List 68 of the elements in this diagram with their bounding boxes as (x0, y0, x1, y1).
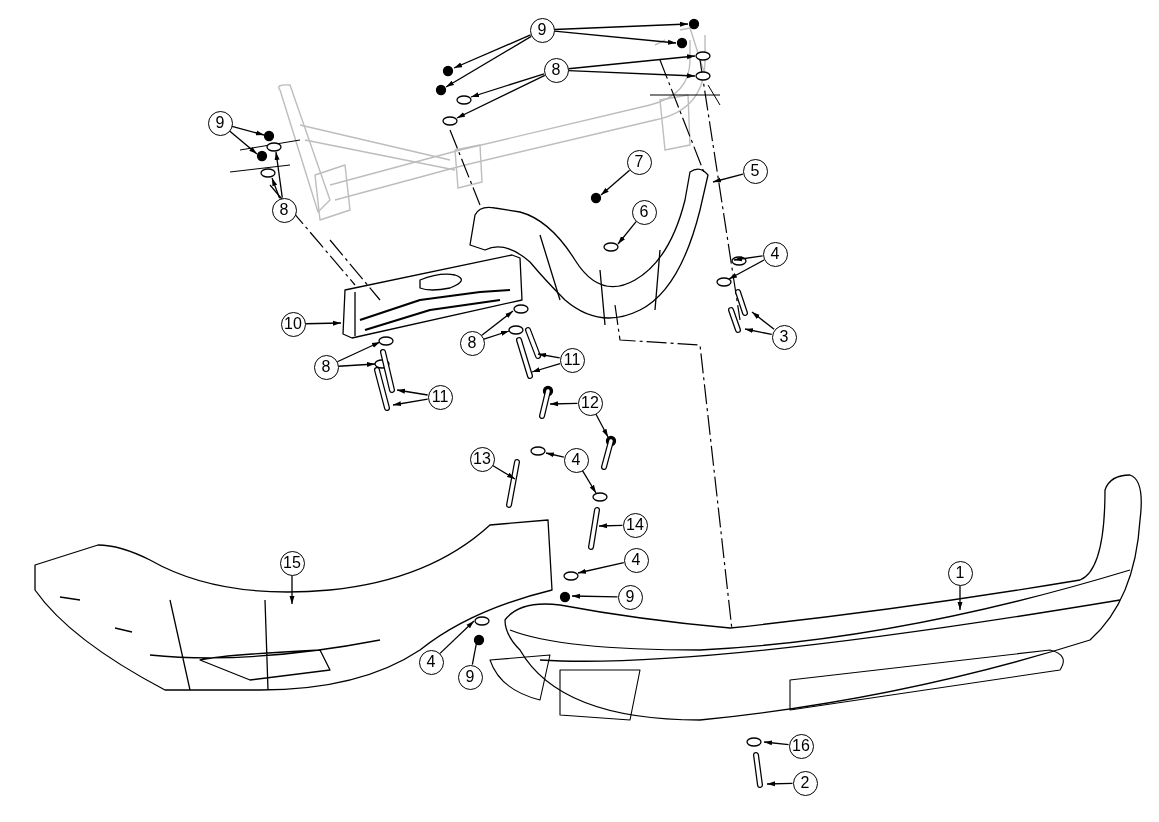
leader-line (553, 30, 677, 45)
leader-line (456, 74, 546, 119)
leader-line (396, 388, 429, 396)
leader-line (492, 464, 516, 480)
leader-line (228, 130, 258, 155)
callout-number: 7 (626, 149, 652, 175)
leader-line (336, 341, 381, 363)
callout-number: 8 (459, 330, 485, 356)
callout-number: 16 (788, 733, 814, 759)
leader-line (728, 259, 765, 280)
leader-line (445, 35, 532, 88)
leader-line (483, 330, 510, 340)
callout-number: 9 (457, 664, 483, 690)
leader-line (392, 398, 429, 407)
leader-line (744, 328, 773, 336)
callout-number: 2 (792, 770, 818, 796)
leader-line (595, 413, 609, 438)
callout-number: 9 (617, 584, 643, 610)
leader-line (545, 452, 565, 458)
callout-number: 9 (207, 110, 233, 136)
leader-line (531, 362, 561, 373)
callout-number: 4 (762, 241, 788, 267)
callout-number: 8 (543, 57, 569, 83)
callout-number: 15 (279, 550, 305, 576)
leader-line (600, 169, 631, 196)
leader-line (751, 311, 775, 330)
leader-line (553, 21, 689, 31)
callout-number: 13 (469, 446, 495, 472)
leader-line (453, 34, 532, 69)
leader-line (581, 470, 597, 494)
callout-number: 8 (313, 354, 339, 380)
leader-line (271, 177, 281, 199)
leader-line (598, 523, 624, 529)
leader-line (617, 221, 637, 245)
leader-line (763, 740, 790, 746)
callout-number: 14 (622, 512, 648, 538)
leader-line (577, 562, 625, 574)
callout-number: 11 (427, 384, 453, 410)
leader-line (712, 173, 744, 183)
leader-line (470, 73, 545, 98)
callout-number: 12 (577, 390, 603, 416)
leader-line (537, 352, 561, 359)
callout-number: 8 (271, 197, 297, 223)
callout-number: 4 (623, 547, 649, 573)
callout-number: 4 (418, 649, 444, 675)
callout-number: 9 (529, 17, 555, 43)
leader-line (337, 362, 376, 367)
leader-line (549, 401, 579, 407)
leader-line (471, 634, 479, 666)
leader-line (957, 584, 963, 611)
leader-line (304, 320, 342, 326)
leader-line (571, 593, 619, 599)
leader-line (567, 69, 696, 79)
callout-number: 11 (559, 347, 585, 373)
callout-number: 6 (631, 199, 657, 225)
leader-line (289, 574, 295, 605)
callout-number: 5 (742, 158, 768, 184)
leader-line (733, 255, 764, 262)
leader-line (766, 781, 794, 787)
leader-line (481, 310, 514, 336)
callout-number: 1 (947, 560, 973, 586)
leader-line (231, 125, 265, 136)
callout-number: 10 (280, 311, 306, 337)
leader-line (567, 54, 696, 70)
leader-line (274, 151, 283, 199)
leader-line (439, 620, 475, 654)
callout-number: 3 (771, 324, 797, 350)
callout-number: 4 (563, 447, 589, 473)
